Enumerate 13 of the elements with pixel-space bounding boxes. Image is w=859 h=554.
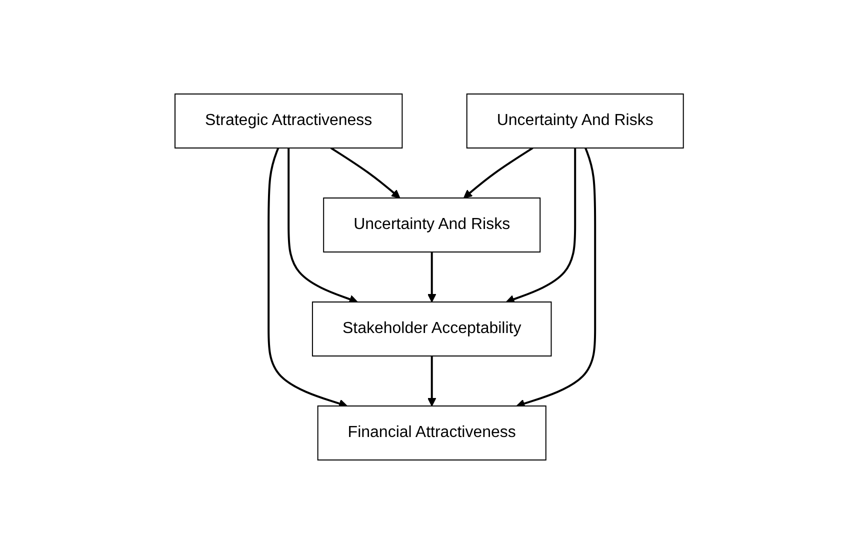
node-box: Uncertainty And Risks xyxy=(323,198,541,252)
node-box: Stakeholder Acceptability xyxy=(312,302,552,356)
node-box: Uncertainty And Risks xyxy=(466,94,684,148)
arrow xyxy=(506,148,576,304)
arrow xyxy=(428,356,437,406)
arrow xyxy=(516,148,596,408)
arrow xyxy=(330,147,401,198)
arrow xyxy=(464,147,534,198)
arrow xyxy=(428,252,437,302)
node-box: Strategic Attractiveness xyxy=(174,94,403,148)
arrow xyxy=(288,148,358,304)
arrow xyxy=(268,148,348,408)
node-box: Financial Attractiveness xyxy=(318,405,547,460)
